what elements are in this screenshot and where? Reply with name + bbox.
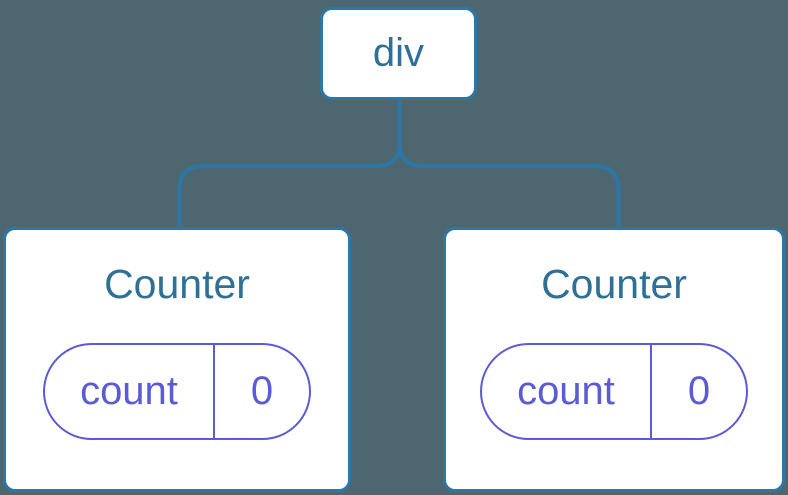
state-value: 0 [687, 369, 711, 414]
state-pill: count 0 [480, 343, 748, 441]
counter-card-title: Counter [541, 261, 687, 307]
counter-card-left: Counter count 0 [3, 227, 351, 492]
root-node-label: div [372, 31, 425, 75]
counter-card-right: Counter count 0 [443, 227, 785, 492]
connector-left-branch [177, 99, 402, 230]
state-value: 0 [250, 369, 274, 414]
state-pill: count 0 [43, 343, 311, 441]
connector-right-branch [397, 99, 621, 230]
state-divider [650, 345, 652, 439]
root-node: div [320, 7, 477, 100]
state-divider [213, 345, 215, 439]
state-key: count [80, 369, 178, 414]
state-key: count [517, 369, 615, 414]
counter-card-title: Counter [104, 261, 250, 307]
